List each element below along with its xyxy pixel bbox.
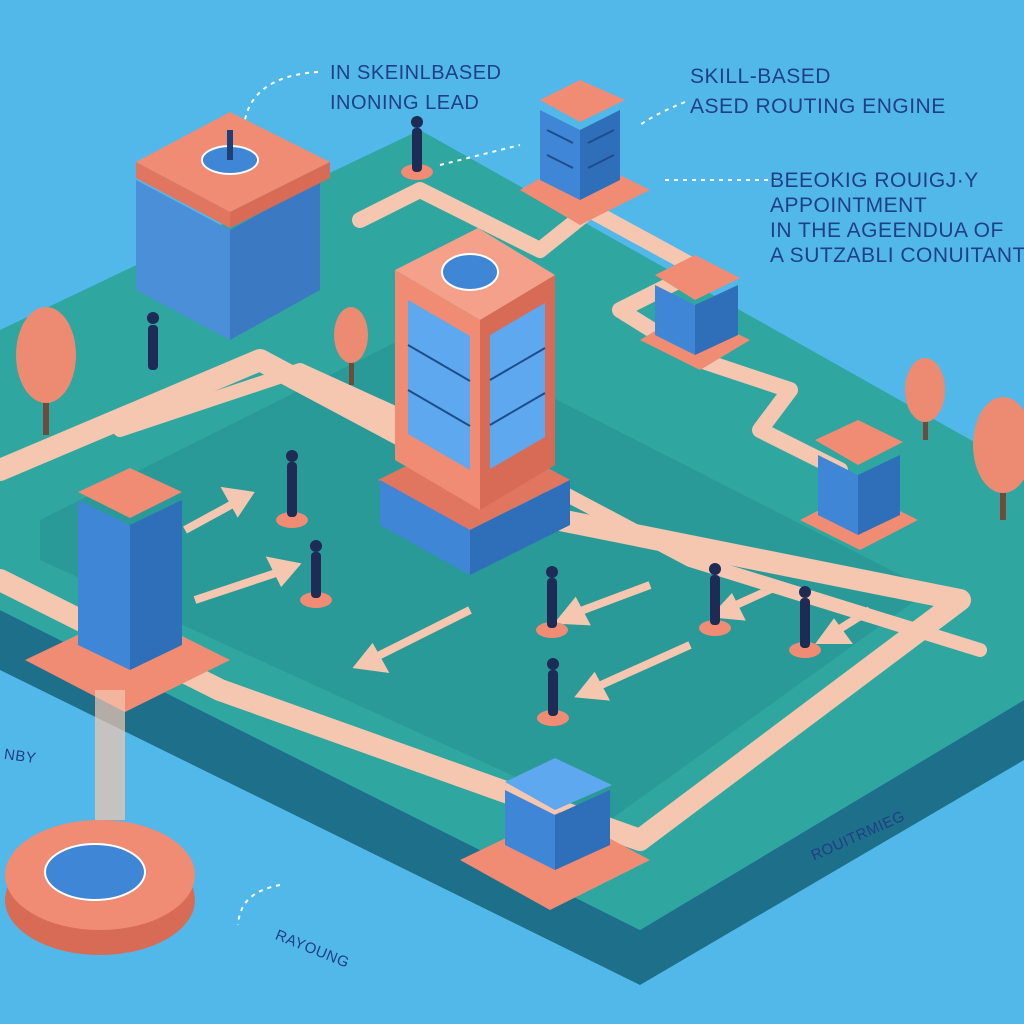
label-routing-engine: SKILL-BASED ASED ROUTING ENGINE xyxy=(690,65,946,118)
arrow-3-head xyxy=(352,642,390,674)
arrow-5 xyxy=(568,581,652,619)
tree xyxy=(16,307,76,435)
arrow-4-head xyxy=(574,671,611,701)
round-platform xyxy=(5,820,195,955)
person xyxy=(789,586,821,658)
person xyxy=(536,566,568,638)
board-inner xyxy=(40,330,930,820)
tree xyxy=(973,397,1024,520)
tree xyxy=(905,358,945,440)
office-building-small xyxy=(520,80,650,225)
arrow-1-head xyxy=(220,486,255,518)
arrow-3 xyxy=(368,606,472,664)
arrow-2-head xyxy=(265,556,302,588)
tree xyxy=(334,307,368,385)
person xyxy=(300,540,332,608)
office-building-right xyxy=(640,255,750,370)
person xyxy=(276,450,308,528)
label-connectors xyxy=(237,71,775,926)
connector-bottom xyxy=(237,884,281,926)
label-skill-based-lead: IN SKEINLBASED INONING LEAD xyxy=(330,62,502,114)
arrow-2 xyxy=(193,566,287,604)
person xyxy=(401,116,433,180)
person xyxy=(699,563,731,636)
person xyxy=(147,312,159,370)
person xyxy=(537,658,569,726)
people xyxy=(147,116,821,726)
label-booking-appointment: BEEOKIG ROUIGJ·Y APPOINTMENT IN THE AGEE… xyxy=(770,169,1024,267)
arrow-7-head xyxy=(815,618,853,644)
trees xyxy=(16,307,1024,520)
arrow-6-head xyxy=(709,593,746,621)
connector-skill xyxy=(639,101,686,126)
connector-top-left xyxy=(244,71,319,121)
arrow-5-head xyxy=(553,596,591,626)
cube-building xyxy=(136,112,330,340)
arrow-4 xyxy=(588,641,692,694)
left-tower xyxy=(25,468,230,820)
path-outer xyxy=(0,349,971,851)
arrows xyxy=(183,486,873,701)
bottom-building xyxy=(460,758,650,910)
central-tower xyxy=(378,228,570,575)
office-building-lower-right xyxy=(800,420,918,550)
board-side xyxy=(0,610,1024,985)
